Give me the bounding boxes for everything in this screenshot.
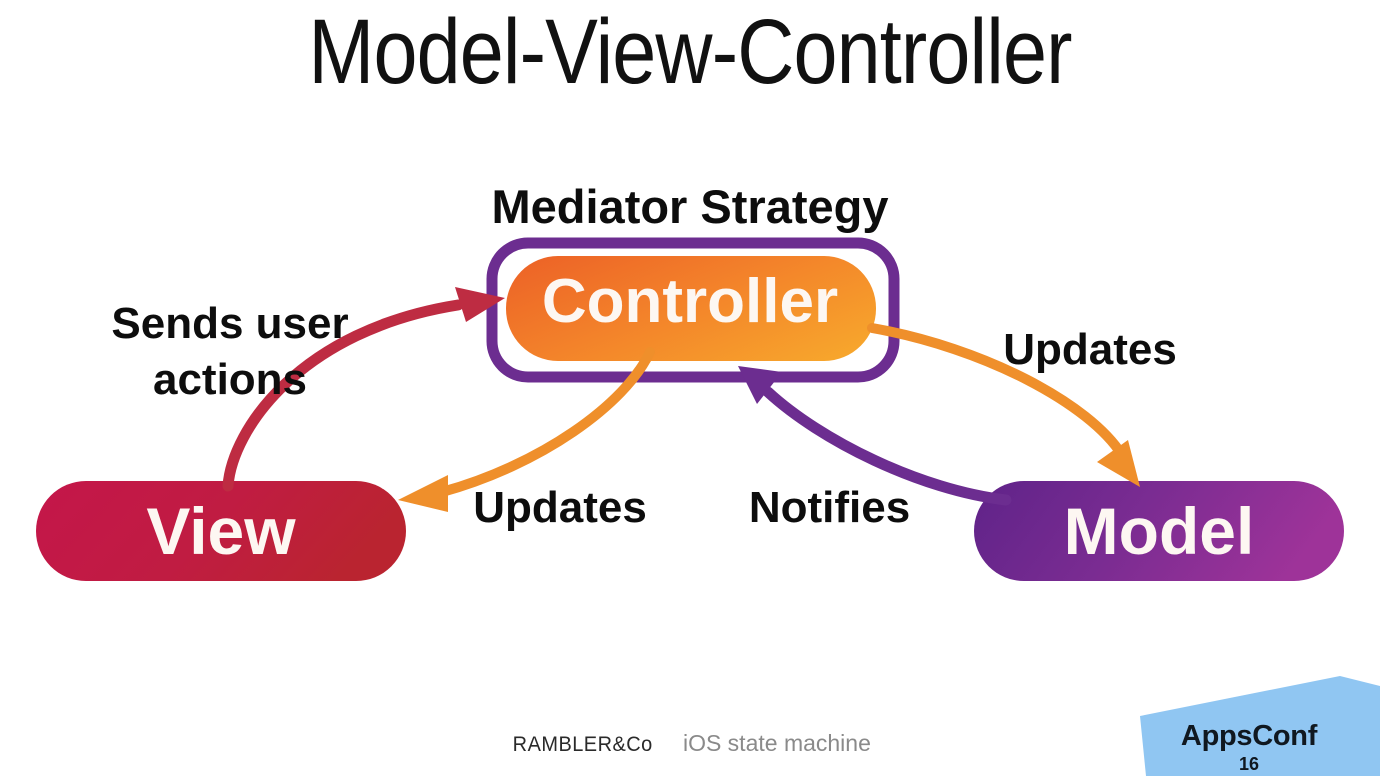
node-model[interactable]	[974, 481, 1344, 581]
mediator-strategy-label: Mediator Strategy	[491, 180, 889, 233]
appsconf-badge: AppsConf 16	[1118, 664, 1380, 776]
edge-label-sends-user-actions: Sends user actions	[65, 296, 395, 408]
edge-label-updates-view: Updates	[473, 483, 647, 532]
footer-subtitle: iOS state machine	[682, 730, 871, 756]
edge-view-to-controller	[222, 287, 505, 492]
edge-controller-to-view	[398, 347, 655, 512]
edge-model-to-controller	[738, 366, 1012, 506]
edge-label-sends-line2: actions	[152, 355, 308, 404]
edge-label-updates-model: Updates	[1003, 325, 1177, 374]
node-controller[interactable]	[506, 256, 876, 361]
badge-shape-polygon	[1140, 676, 1380, 776]
controller-frame	[486, 237, 900, 383]
node-view[interactable]	[36, 481, 406, 581]
edge-label-notifies: Notifies	[748, 483, 911, 532]
footer: RAMBLER&Co iOS state machine	[0, 730, 1380, 757]
edge-label-sends-line1: Sends user	[111, 299, 349, 348]
page-title: Model-View-Controller	[308, 1, 1072, 103]
rambler-logo: RAMBLER&Co	[512, 733, 653, 756]
edge-controller-to-model	[867, 323, 1140, 487]
